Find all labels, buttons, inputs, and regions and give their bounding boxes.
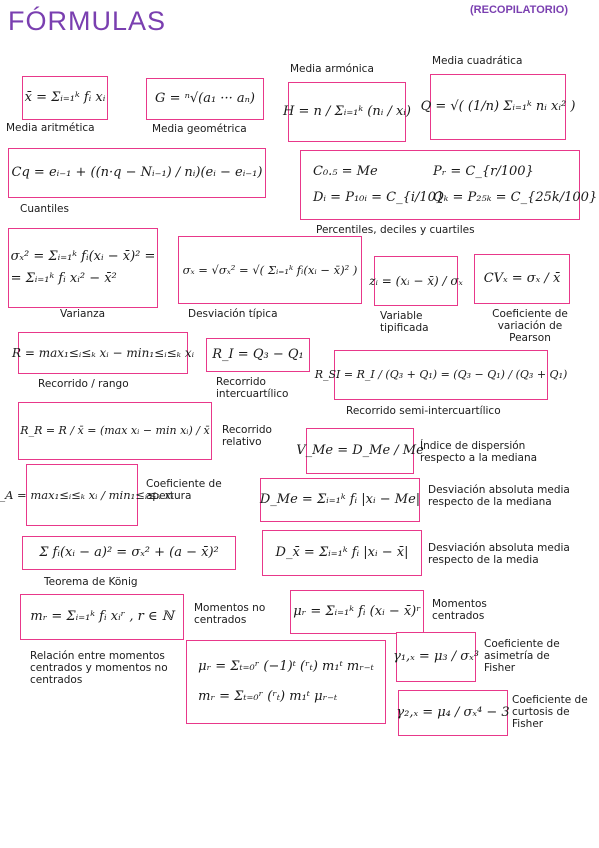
formula-box-varianza: σₓ² = Σᵢ₌₁ᵏ fᵢ(xᵢ − x̄)² = = Σᵢ₌₁ᵏ fᵢ xᵢ…	[8, 228, 158, 308]
label-cuantiles: Cuantiles	[20, 203, 69, 215]
formula-box-coef-asimetria: γ₁,ₓ = μ₃ / σₓ³	[393, 632, 479, 682]
label-percentiles: Percentiles, deciles y cuartiles	[316, 224, 475, 236]
formula-box-desv-abs-mediana: D_Me = Σᵢ₌₁ᵏ fᵢ |xᵢ − Me|	[260, 478, 420, 522]
label-recorrido-relativo: Recorrido relativo	[222, 424, 272, 449]
formula-coef-variacion: CVₓ = σₓ / x̄	[483, 270, 561, 286]
label-media-armonica: Media armónica	[290, 63, 374, 75]
formula-indice-dispersion: V_Me = D_Me / Me	[296, 442, 424, 458]
formula-box-coef-variacion: CVₓ = σₓ / x̄	[474, 254, 570, 304]
formula-variable-tipificada: zᵢ = (xᵢ − x̄) / σₓ	[369, 273, 463, 288]
label-media-cuadratica: Media cuadrática	[432, 55, 523, 67]
formula-box-relacion-momentos: μᵣ = Σₜ₌₀ʳ (−1)ᵗ (ʳₜ) m₁ᵗ mᵣ₋ₜ mᵣ = Σₜ₌₀…	[186, 640, 386, 724]
label-momentos-centrados: Momentos centrados	[432, 598, 487, 623]
formula-desviacion-tipica: σₓ = √σₓ² = √( Σᵢ₌₁ᵏ fᵢ(xᵢ − x̄)² )	[182, 262, 358, 277]
formula-media-aritmetica: x̄ = Σᵢ₌₁ᵏ fᵢ xᵢ	[24, 89, 106, 105]
formula-teorema-konig: Σ fᵢ(xᵢ − a)² = σₓ² + (a − x̄)²	[39, 544, 219, 560]
formula-box-indice-dispersion: V_Me = D_Me / Me	[296, 428, 424, 474]
formula-box-percentiles: C₀.₅ = Me Pᵣ = C_{r/100} Dᵢ = P₁₀ᵢ = C_{…	[300, 150, 598, 220]
label-variable-tipificada: Variable tipificada	[380, 310, 429, 335]
formula-box-media-cuadratica: Q = √( (1/n) Σᵢ₌₁ᵏ nᵢ xᵢ² )	[421, 74, 575, 140]
formula-box-recorrido-relativo: R_R = R / x̄ = (max xᵢ − min xᵢ) / x̄	[18, 402, 212, 460]
formula-desv-abs-media: D_x̄ = Σᵢ₌₁ᵏ fᵢ |xᵢ − x̄|	[275, 544, 409, 560]
formula-recorrido-semi: R_SI = R_I / (Q₃ + Q₁) = (Q₃ − Q₁) / (Q₃…	[314, 368, 568, 382]
formula-mediana-cuantil: C₀.₅ = Me	[313, 163, 378, 179]
formula-recorrido-intercuartilico: R_I = Q₃ − Q₁	[212, 346, 304, 362]
label-desviacion-tipica: Desviación típica	[188, 308, 278, 320]
formula-box-coef-apertura: C_A = max₁≤ᵢ≤ₖ xᵢ / min₁≤ᵢ≤ₖ xᵢ	[0, 464, 173, 526]
formula-decil: Dᵢ = P₁₀ᵢ = C_{i/10}	[313, 190, 445, 205]
label-teorema-konig: Teorema de König	[44, 576, 138, 588]
label-coef-variacion: Coeficiente de variación de Pearson	[492, 308, 568, 345]
formula-media-armonica: H = n / Σᵢ₌₁ᵏ (nᵢ / xᵢ)	[283, 103, 411, 119]
formula-box-recorrido: R = max₁≤ᵢ≤ₖ xᵢ − min₁≤ᵢ≤ₖ xᵢ	[12, 332, 194, 374]
label-desv-abs-media: Desviación absoluta media respecto de la…	[428, 542, 570, 567]
formula-cuantiles: Cq = eᵢ₋₁ + ((n·q − Nᵢ₋₁) / nᵢ)(eᵢ − eᵢ₋…	[11, 164, 263, 180]
formula-varianza-alt: = Σᵢ₌₁ᵏ fᵢ xᵢ² − x̄²	[10, 271, 117, 286]
formula-momentos-centrados: μᵣ = Σᵢ₌₁ᵏ fᵢ (xᵢ − x̄)ʳ	[293, 603, 421, 619]
label-recorrido-semi: Recorrido semi-intercuartílico	[346, 405, 501, 417]
formula-box-recorrido-intercuartilico: R_I = Q₃ − Q₁	[206, 338, 310, 372]
formula-desv-abs-mediana: D_Me = Σᵢ₌₁ᵏ fᵢ |xᵢ − Me|	[259, 491, 421, 507]
formula-box-variable-tipificada: zᵢ = (xᵢ − x̄) / σₓ	[369, 256, 463, 306]
formula-box-desviacion-tipica: σₓ = √σₓ² = √( Σᵢ₌₁ᵏ fᵢ(xᵢ − x̄)² )	[178, 236, 362, 304]
label-media-geometrica: Media geométrica	[152, 123, 247, 135]
formula-coef-asimetria: γ₁,ₓ = μ₃ / σₓ³	[393, 648, 479, 664]
formula-cuartil: Qₖ = P₂₅ₖ = C_{25k/100}	[433, 190, 598, 205]
label-momentos-no-centrados: Momentos no centrados	[194, 602, 266, 627]
formula-box-momentos-no-centrados: mᵣ = Σᵢ₌₁ᵏ fᵢ xᵢʳ , r ∈ ℕ	[20, 594, 184, 640]
formula-varianza-def: σₓ² = Σᵢ₌₁ᵏ fᵢ(xᵢ − x̄)² =	[10, 248, 156, 264]
label-coef-apertura: Coeficiente de apertura	[146, 478, 222, 503]
label-recorrido: Recorrido / rango	[38, 378, 129, 390]
formula-box-media-aritmetica: x̄ = Σᵢ₌₁ᵏ fᵢ xᵢ	[22, 76, 108, 120]
formula-percentil: Pᵣ = C_{r/100}	[433, 163, 534, 179]
label-desv-abs-mediana: Desviación absoluta media respecto de la…	[428, 484, 570, 509]
formula-box-recorrido-semi: R_SI = R_I / (Q₃ + Q₁) = (Q₃ − Q₁) / (Q₃…	[315, 350, 567, 400]
page-title: FÓRMULAS	[8, 6, 167, 36]
formula-box-momentos-centrados: μᵣ = Σᵢ₌₁ᵏ fᵢ (xᵢ − x̄)ʳ	[290, 590, 424, 634]
label-relacion-momentos: Relación entre momentos centrados y mome…	[30, 650, 168, 687]
formula-momentos-centrados-relacion: μᵣ = Σₜ₌₀ʳ (−1)ᵗ (ʳₜ) m₁ᵗ mᵣ₋ₜ	[198, 658, 374, 674]
formula-box-media-armonica: H = n / Σᵢ₌₁ᵏ (nᵢ / xᵢ)	[283, 82, 411, 142]
label-media-aritmetica: Media aritmética	[6, 122, 95, 134]
formula-media-cuadratica: Q = √( (1/n) Σᵢ₌₁ᵏ nᵢ xᵢ² )	[420, 98, 576, 114]
label-coef-asimetria: Coeficiente de asimetría de Fisher	[484, 638, 560, 675]
label-varianza: Varianza	[60, 308, 106, 320]
formula-box-cuantiles: Cq = eᵢ₋₁ + ((n·q − Nᵢ₋₁) / nᵢ)(eᵢ − eᵢ₋…	[8, 148, 266, 198]
formula-coef-curtosis: γ₂,ₓ = μ₄ / σₓ⁴ − 3	[396, 704, 510, 720]
label-recorrido-intercuartilico: Recorrido intercuartílico	[216, 376, 289, 401]
page-subtitle: (RECOPILATORIO)	[470, 4, 568, 16]
formula-recorrido-relativo: R_R = R / x̄ = (max xᵢ − min xᵢ) / x̄	[20, 424, 210, 438]
formula-box-teorema-konig: Σ fᵢ(xᵢ − a)² = σₓ² + (a − x̄)²	[22, 536, 236, 570]
label-coef-curtosis: Coeficiente de curtosis de Fisher	[512, 694, 588, 731]
formula-coef-apertura: C_A = max₁≤ᵢ≤ₖ xᵢ / min₁≤ᵢ≤ₖ xᵢ	[0, 487, 174, 502]
formula-box-desv-abs-media: D_x̄ = Σᵢ₌₁ᵏ fᵢ |xᵢ − x̄|	[262, 530, 422, 576]
label-indice-dispersion: Índice de dispersión respecto a la media…	[420, 440, 538, 465]
formula-box-media-geometrica: G = ⁿ√(a₁ ··· aₙ)	[146, 78, 264, 120]
formula-media-geometrica: G = ⁿ√(a₁ ··· aₙ)	[155, 90, 255, 106]
formula-recorrido: R = max₁≤ᵢ≤ₖ xᵢ − min₁≤ᵢ≤ₖ xᵢ	[11, 345, 195, 360]
formula-box-coef-curtosis: γ₂,ₓ = μ₄ / σₓ⁴ − 3	[396, 690, 510, 736]
formula-momentos-no-centrados: mᵣ = Σᵢ₌₁ᵏ fᵢ xᵢʳ , r ∈ ℕ	[30, 608, 174, 624]
formula-momentos-no-centrados-relacion: mᵣ = Σₜ₌₀ʳ (ʳₜ) m₁ᵗ μᵣ₋ₜ	[198, 689, 338, 704]
